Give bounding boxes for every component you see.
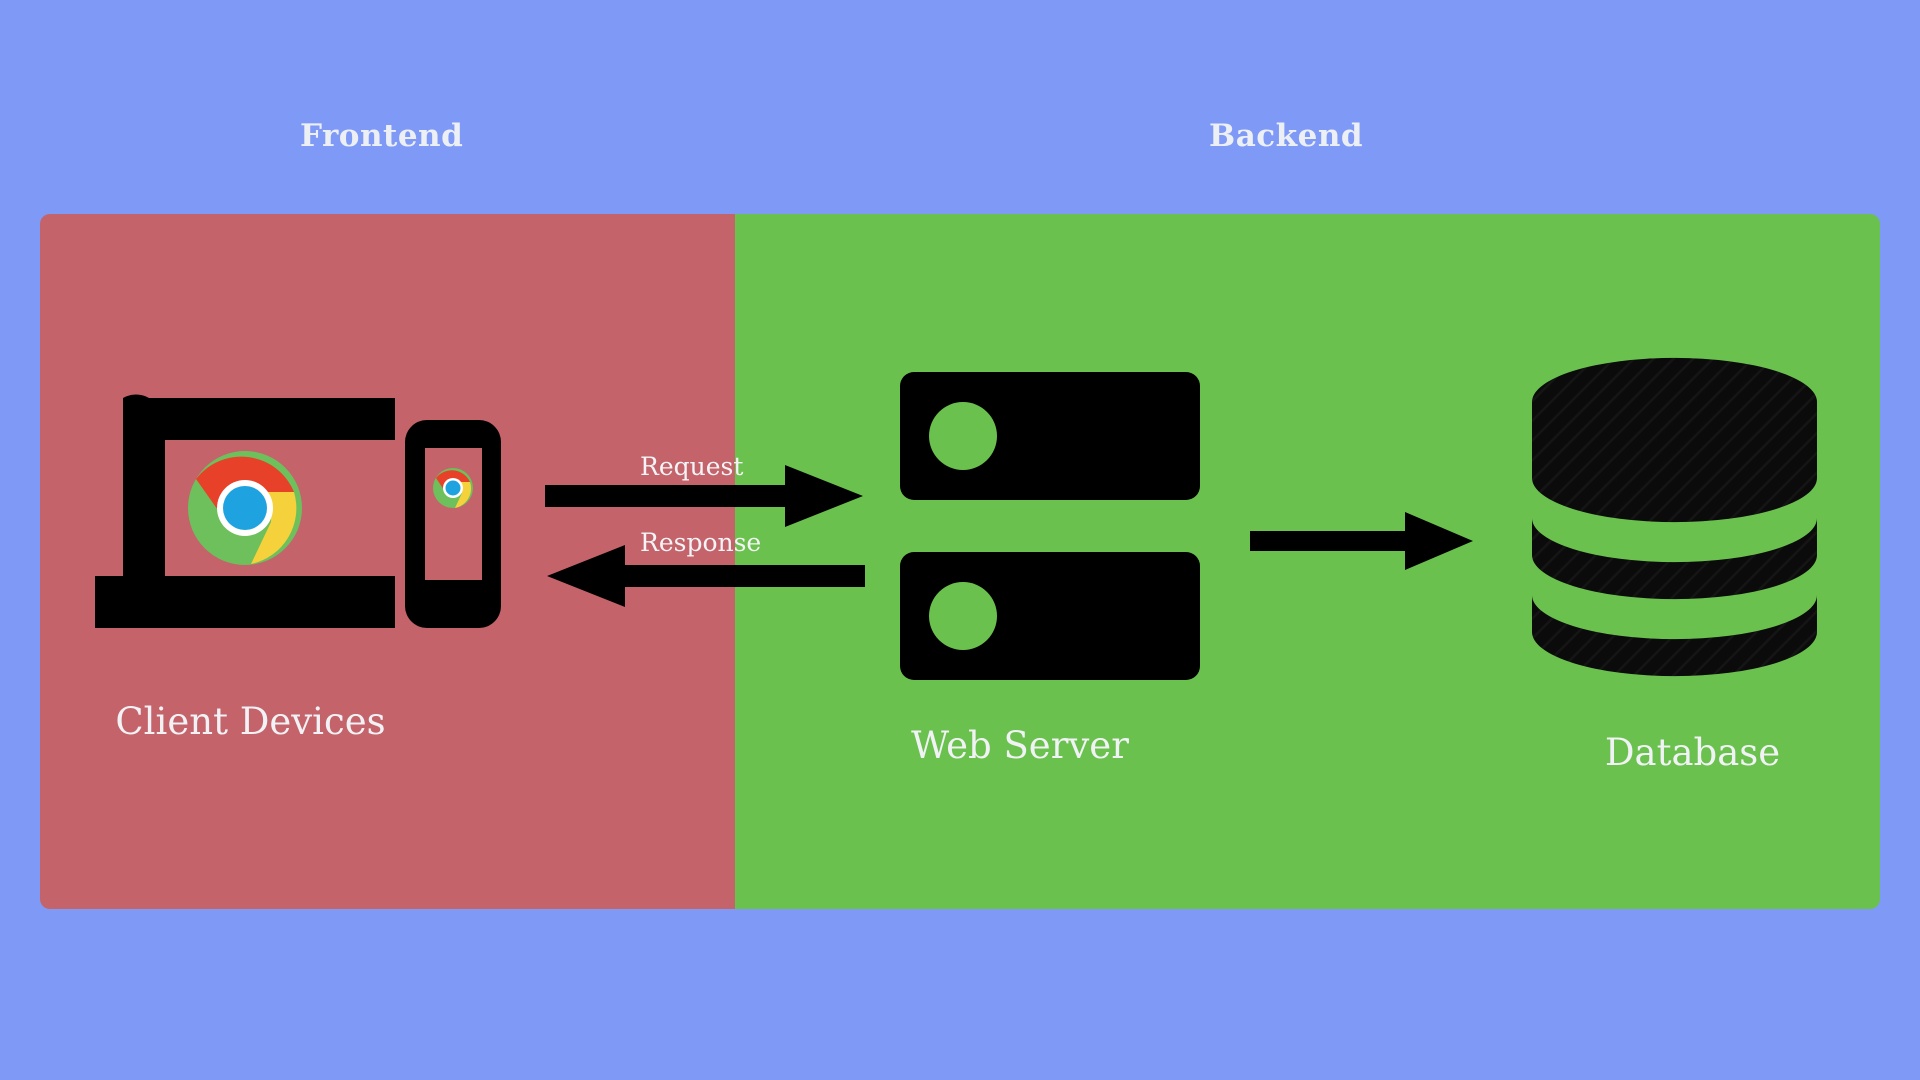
database-cylinder-icon — [1522, 350, 1827, 685]
arrow-label-response: Response — [640, 528, 762, 557]
node-label-web-server: Web Server — [911, 724, 1129, 767]
section-title-frontend: Frontend — [300, 118, 464, 154]
arrow-server-to-database — [1250, 512, 1475, 570]
arrow-label-request: Request — [640, 452, 744, 481]
server-rack-icon — [900, 372, 1200, 680]
laptop-and-phone-with-chrome-icon — [95, 378, 505, 658]
node-label-client-devices: Client Devices — [115, 700, 386, 743]
arrow-request — [545, 465, 865, 527]
node-label-database: Database — [1604, 731, 1781, 774]
arrow-response — [545, 545, 865, 607]
section-title-backend: Backend — [1209, 118, 1364, 154]
